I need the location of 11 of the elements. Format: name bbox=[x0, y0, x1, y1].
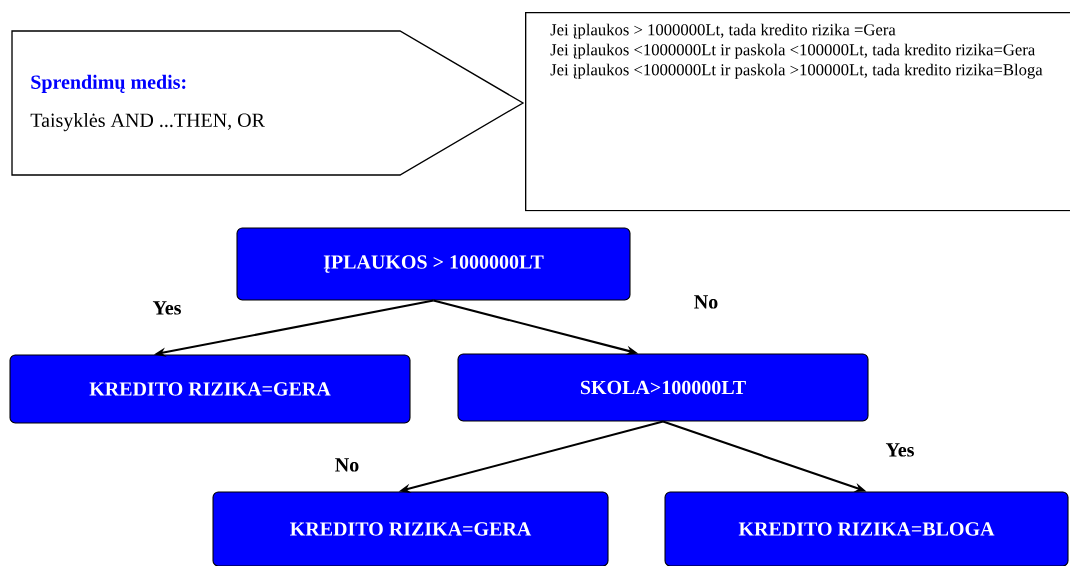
edge-label: Yes bbox=[152, 301, 181, 315]
edge-label: No bbox=[335, 458, 359, 472]
decision-box: KREDITO RIZIKA=GERA bbox=[212, 491, 609, 566]
arrow-shape-box: Sprendimų medis: Taisyklės AND ...THEN, OR bbox=[11, 30, 525, 176]
rules-box: Jei įplaukos > 1000000Lt, tada kredito rizika =Gera Jei įplaukos <1000000Lt ir paskola <100000Lt, tada kredito rizika=Gera Jei įplaukos <1000000Lt ir paskola >100000Lt, tada kredito rizika=Bloga bbox=[525, 12, 1070, 212]
decision-box: SKOLA>100000LT bbox=[457, 353, 869, 422]
decision-box: KREDITO RIZIKA=GERA bbox=[9, 354, 411, 424]
edge-label: No bbox=[694, 295, 718, 309]
decision-box: KREDITO RIZIKA=BLOGA bbox=[664, 491, 1069, 566]
decision-box: ĮPLAUKOS > 1000000LT bbox=[236, 227, 631, 301]
edge-label: Yes bbox=[885, 443, 914, 457]
